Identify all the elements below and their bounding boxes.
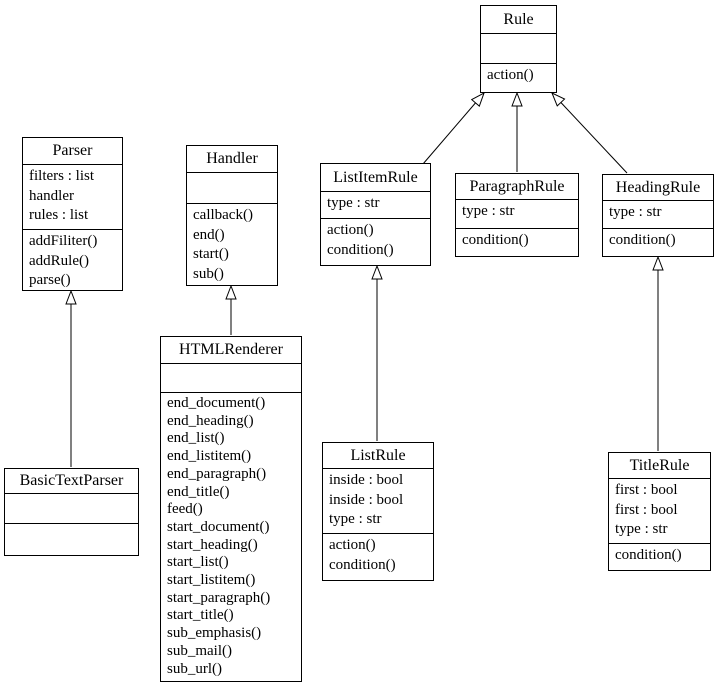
class-box-titlerule: TitleRule first : bool first : bool type…	[608, 452, 711, 571]
attribute: first : bool	[615, 482, 678, 498]
method: addRule()	[29, 252, 89, 269]
class-name: Parser	[23, 138, 122, 165]
attribute: type : str	[615, 521, 668, 537]
method: condition()	[327, 241, 394, 258]
methods-section: action() condition()	[321, 219, 430, 265]
class-box-paragraphrule: ParagraphRule type : str condition()	[455, 173, 579, 257]
attributes-section: first : bool first : bool type : str	[609, 479, 710, 544]
attribute: type : str	[329, 511, 382, 527]
class-box-headingrule: HeadingRule type : str condition()	[602, 174, 714, 257]
method: end()	[193, 226, 225, 243]
attribute: rules : list	[29, 207, 89, 223]
method: start_heading()	[167, 536, 258, 553]
class-box-basictextparser: BasicTextParser	[4, 468, 139, 556]
methods-section: action() condition()	[323, 534, 433, 580]
method: start_list()	[167, 554, 229, 571]
class-box-rule: Rule action()	[480, 5, 557, 93]
method: start_title()	[167, 607, 234, 624]
class-box-parser: Parser filters : list handler rules : li…	[22, 137, 123, 291]
methods-section: end_document() end_heading() end_list() …	[161, 393, 301, 681]
methods-section: action()	[481, 64, 556, 92]
class-name: ListItemRule	[321, 164, 430, 192]
attribute: handler	[29, 187, 74, 204]
method: parse()	[29, 272, 71, 288]
attribute: type : str	[462, 203, 515, 219]
attributes-section	[187, 173, 277, 204]
class-box-listrule: ListRule inside : bool inside : bool typ…	[322, 442, 434, 581]
attribute: type : str	[609, 204, 662, 220]
method: action()	[329, 537, 376, 553]
class-name: HeadingRule	[603, 175, 713, 201]
attributes-section	[5, 494, 138, 524]
method: end_paragraph()	[167, 465, 267, 482]
methods-section: condition()	[603, 229, 713, 256]
method: start_document()	[167, 518, 270, 535]
method: sub_url()	[167, 660, 222, 677]
attributes-section: inside : bool inside : bool type : str	[323, 469, 433, 534]
edge-listitemrule-to-rule	[422, 91, 485, 165]
method: end_document()	[167, 395, 266, 411]
attributes-section: type : str	[456, 200, 578, 229]
method: action()	[487, 67, 534, 83]
method: addFiliter()	[29, 233, 98, 249]
method: sub_mail()	[167, 642, 232, 659]
method: end_list()	[167, 430, 225, 447]
class-name: HTMLRenderer	[161, 337, 301, 364]
method: start_listitem()	[167, 572, 256, 589]
method: action()	[327, 222, 374, 238]
method: sub_emphasis()	[167, 625, 262, 642]
method: feed()	[167, 501, 203, 518]
attributes-section: type : str	[603, 201, 713, 229]
method: condition()	[462, 232, 529, 248]
attribute: filters : list	[29, 168, 94, 184]
class-box-handler: Handler callback() end() start() sub()	[186, 145, 278, 286]
methods-section: condition()	[609, 544, 710, 570]
class-name: ListRule	[323, 443, 433, 469]
attributes-section: filters : list handler rules : list	[23, 165, 122, 230]
method: condition()	[615, 547, 682, 563]
attributes-section: type : str	[321, 192, 430, 219]
methods-section: addFiliter() addRule() parse()	[23, 230, 122, 290]
method: end_title()	[167, 483, 230, 500]
method: condition()	[329, 556, 396, 573]
method: end_heading()	[167, 412, 254, 429]
class-name: BasicTextParser	[5, 469, 138, 494]
class-name: TitleRule	[609, 453, 710, 479]
edge-headingrule-to-rule	[551, 91, 628, 174]
methods-section: condition()	[456, 229, 578, 256]
class-name: Rule	[481, 6, 556, 34]
method: start()	[193, 246, 229, 262]
class-box-htmlrenderer: HTMLRenderer end_document() end_heading(…	[160, 336, 302, 682]
method: sub()	[193, 265, 224, 282]
method: condition()	[609, 232, 676, 248]
attribute: type : str	[327, 195, 380, 211]
attribute: inside : bool	[329, 491, 404, 508]
class-name: Handler	[187, 146, 277, 173]
attributes-section	[481, 34, 556, 64]
class-name: ParagraphRule	[456, 174, 578, 200]
class-box-listitemrule: ListItemRule type : str action() conditi…	[320, 163, 431, 266]
method: end_listitem()	[167, 448, 252, 465]
method: start_paragraph()	[167, 589, 271, 606]
method: callback()	[193, 207, 253, 223]
methods-section	[5, 524, 138, 555]
attribute: inside : bool	[329, 472, 404, 488]
attribute: first : bool	[615, 501, 678, 518]
attributes-section	[161, 364, 301, 393]
methods-section: callback() end() start() sub()	[187, 204, 277, 285]
